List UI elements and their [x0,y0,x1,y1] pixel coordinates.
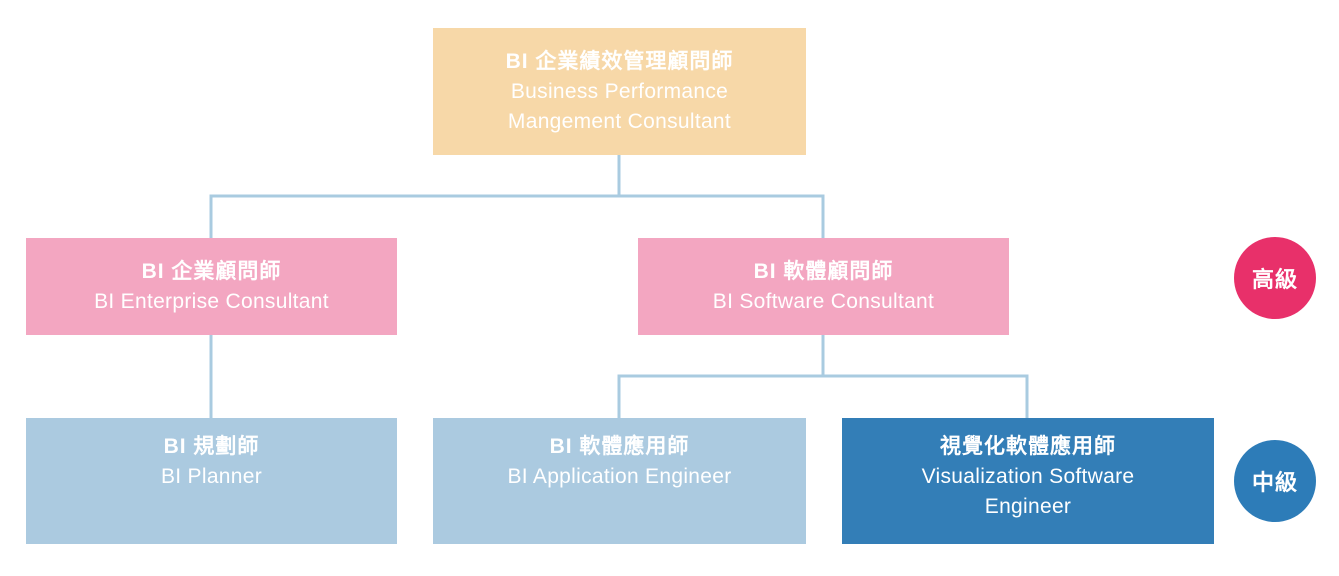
connector-group [209,155,1029,418]
node-title-en: BI Planner [160,465,263,488]
node-business-performance-consultant: BI 企業績效管理顧問師 Business Performance Mangem… [433,28,806,155]
node-title-en: Business Performance Mangement Consultan… [507,79,732,133]
node-title-zh: BI 企業顧問師 [141,259,282,283]
node-visualization-engineer: 視覺化軟體應用師 Visualization Software Engineer [842,418,1214,544]
node-software-consultant: BI 軟體顧問師 BI Software Consultant [638,238,1009,335]
node-title-zh: BI 軟體顧問師 [753,259,894,283]
line-software-to-mid [617,335,1029,418]
level-badge-senior: 高級 [1234,237,1316,319]
node-bi-planner: BI 規劃師 BI Planner [26,418,397,544]
node-title-en: BI Software Consultant [712,289,935,313]
node-title-en: Visualization Software Engineer [921,465,1135,518]
node-title-zh: BI 軟體應用師 [549,435,690,458]
node-title-zh: 視覺化軟體應用師 [940,435,1116,458]
node-application-engineer: BI 軟體應用師 BI Application Engineer [433,418,806,544]
node-title-en: BI Enterprise Consultant [94,289,329,313]
level-badge-mid: 中級 [1234,440,1316,522]
node-enterprise-consultant: BI 企業顧問師 BI Enterprise Consultant [26,238,397,335]
line-top-to-senior [209,155,825,238]
node-title-zh: BI 規劃師 [163,435,260,458]
node-title-en: BI Application Engineer [507,465,732,488]
node-title-zh: BI 企業績效管理顧問師 [505,49,734,73]
